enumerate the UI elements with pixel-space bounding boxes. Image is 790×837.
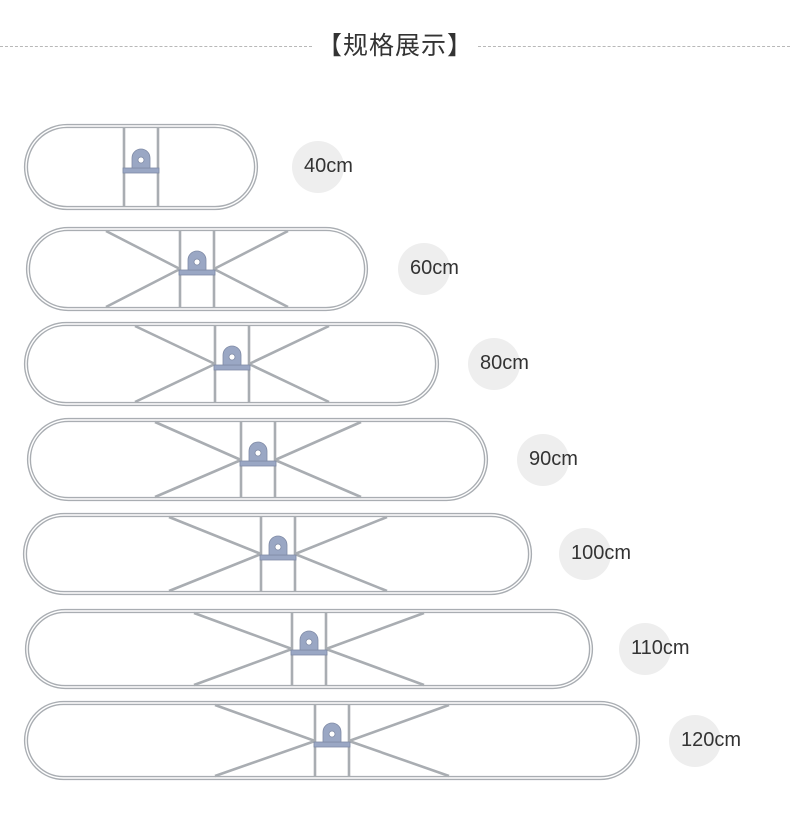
size-label-disc [398, 243, 450, 295]
frame-brace [105, 267, 181, 309]
size-label: 120cm [681, 729, 742, 751]
mount-hole [328, 730, 336, 738]
frame-crossbar [313, 741, 351, 748]
mount-hole [228, 353, 236, 361]
frame-crossbar [178, 269, 216, 276]
size-label-disc [669, 715, 721, 767]
section-title: 【规格展示】 [316, 31, 473, 60]
frame-brace [213, 229, 289, 271]
mop-frame-120cm [23, 700, 641, 781]
frame-brace [248, 324, 330, 366]
frame-brace [348, 739, 450, 778]
size-label-disc [619, 623, 671, 675]
size-label-disc [517, 434, 569, 486]
frame-brace [348, 703, 450, 743]
frame-brace [294, 515, 388, 556]
frame-brace [274, 420, 362, 462]
frame-brace [105, 229, 181, 271]
size-label: 110cm [631, 637, 690, 659]
section-header: 【规格展示】 [0, 28, 790, 64]
frame-outline-highlight [26, 610, 592, 688]
frame-brace [193, 647, 293, 687]
mount-hole [254, 449, 262, 457]
mount-hole [137, 156, 145, 164]
mount-hole [274, 543, 282, 551]
frame-brace [134, 362, 216, 404]
frame-brace [168, 552, 262, 593]
frame-brace [214, 703, 316, 743]
size-label: 60cm [410, 257, 459, 279]
frame-brace [248, 362, 330, 404]
frame-outline-highlight [27, 228, 367, 310]
frame-brace [214, 739, 316, 778]
frame-brace [274, 458, 362, 499]
frame-crossbar [122, 167, 160, 174]
frame-brace [154, 458, 242, 499]
frame-outline-highlight [25, 323, 438, 405]
mop-frame-110cm [24, 608, 594, 690]
frame-crossbar [290, 649, 328, 656]
frame-outline-highlight [24, 514, 531, 594]
frame-crossbar [239, 460, 277, 467]
mop-frame-100cm [22, 512, 533, 596]
frame-brace [213, 267, 289, 309]
mop-frame-90cm [26, 417, 489, 502]
frame-outline-highlight [25, 702, 639, 779]
frame-crossbar [213, 364, 251, 371]
mop-frame-80cm [23, 321, 440, 407]
size-label-disc [468, 338, 520, 390]
header-divider-left [0, 46, 312, 47]
header-divider-right [478, 46, 790, 47]
size-label: 90cm [529, 448, 578, 470]
frame-brace [154, 420, 242, 462]
size-label-disc [559, 528, 611, 580]
mount-hole [193, 258, 201, 266]
frame-brace [193, 611, 293, 651]
size-label-disc [292, 141, 344, 193]
mop-frame-40cm [23, 123, 259, 211]
frame-brace [325, 611, 425, 651]
frame-outline-highlight [28, 419, 487, 500]
size-label: 100cm [571, 542, 632, 564]
size-label: 80cm [480, 352, 529, 374]
mount-hole [305, 638, 313, 646]
size-label: 40cm [304, 155, 353, 177]
frame-outline-highlight [25, 125, 257, 209]
frame-brace [325, 647, 425, 687]
frame-crossbar [259, 554, 297, 561]
mop-frame-60cm [25, 226, 369, 312]
frame-brace [134, 324, 216, 366]
frame-brace [168, 515, 262, 556]
frame-brace [294, 552, 388, 593]
